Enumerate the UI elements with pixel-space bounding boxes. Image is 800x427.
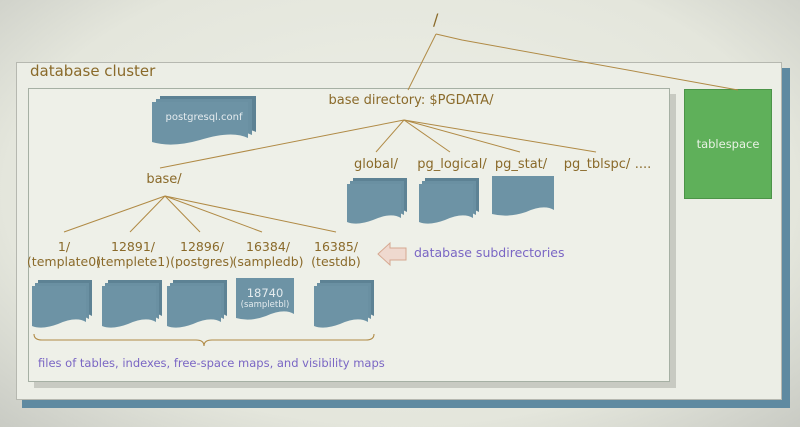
line-root-tablespace — [435, 33, 739, 91]
file-stack-graphic — [236, 278, 294, 320]
db-testdb-files — [314, 280, 374, 328]
db-name: (postgres) — [170, 254, 234, 269]
tablespace-label: tablespace — [696, 137, 760, 151]
line-base-db2 — [129, 195, 166, 233]
files-label: files of tables, indexes, free-space map… — [38, 356, 385, 370]
dir-global: global/ — [353, 157, 399, 172]
sample-file-oid: 18740 — [246, 286, 284, 300]
database-subdirectories-label: database subdirectories — [414, 245, 565, 260]
files-brace — [33, 333, 375, 347]
line-base-db5 — [164, 195, 337, 233]
db-template0-files — [32, 280, 92, 328]
db-testdb: 16385/ (testdb) — [311, 239, 361, 269]
line-basedir-pgtblspc — [403, 119, 597, 153]
db-postgres-files — [167, 280, 227, 328]
db-name: (template0) — [26, 254, 102, 269]
db-name: (testdb) — [311, 254, 361, 269]
pg-logical-file-stack — [419, 178, 479, 224]
line-basedir-pglogical — [403, 119, 451, 153]
db-sampledb: 16384/ (sampledb) — [232, 239, 303, 269]
line-base-db3 — [164, 195, 201, 233]
db-oid: 12891/ — [111, 239, 155, 254]
file-stack-graphic — [32, 280, 92, 328]
db-name: (sampledb) — [232, 254, 304, 269]
file-stack-graphic — [152, 96, 256, 145]
db-name: (templete1) — [95, 254, 171, 269]
file-stack-graphic — [314, 280, 374, 328]
line-base-db4 — [164, 195, 263, 233]
base-directory-box — [28, 88, 670, 382]
line-base-db1 — [63, 195, 166, 233]
dir-pg-logical: pg_logical/ — [417, 157, 487, 172]
file-stack-graphic — [492, 176, 554, 216]
db-oid: 12896/ — [180, 239, 224, 254]
file-stack-graphic — [102, 280, 162, 328]
line-basedir-pgstat — [403, 119, 521, 153]
cluster-label: database cluster — [30, 62, 156, 80]
sample-file-name: (sampletbl) — [240, 300, 290, 310]
subdirectories-arrow — [377, 241, 407, 267]
file-stack-graphic — [419, 178, 479, 224]
file-stack-graphic — [167, 280, 227, 328]
db-template1-files — [102, 280, 162, 328]
db-template0: 1/ (template0) — [27, 239, 101, 269]
base-directory-label: base directory: $PGDATA/ — [328, 93, 494, 108]
db-oid: 16384/ — [246, 239, 290, 254]
db-oid: 1/ — [57, 239, 71, 254]
dir-pg-tblspc: pg_tblspc/ — [563, 157, 631, 172]
db-postgres: 12896/ (postgres) — [170, 239, 234, 269]
tablespace-box: tablespace — [684, 89, 772, 199]
file-stack-graphic — [347, 178, 407, 224]
config-file-stack: postgresql.conf — [152, 96, 256, 145]
pg-stat-file-stack — [492, 176, 556, 220]
dir-more: .... — [634, 157, 652, 172]
line-basedir-base — [159, 119, 405, 169]
db-template1: 12891/ (templete1) — [96, 239, 170, 269]
config-file-label: postgresql.conf — [165, 112, 243, 123]
dir-pg-stat: pg_stat/ — [494, 157, 548, 172]
db-oid: 16385/ — [314, 239, 358, 254]
line-root-basedir — [407, 33, 437, 91]
line-basedir-global — [375, 119, 405, 153]
global-file-stack — [347, 178, 407, 224]
root-label: / — [433, 10, 439, 29]
base-label: base/ — [146, 172, 182, 187]
db-sampledb-files: 18740 (sampletbl) — [236, 278, 296, 324]
